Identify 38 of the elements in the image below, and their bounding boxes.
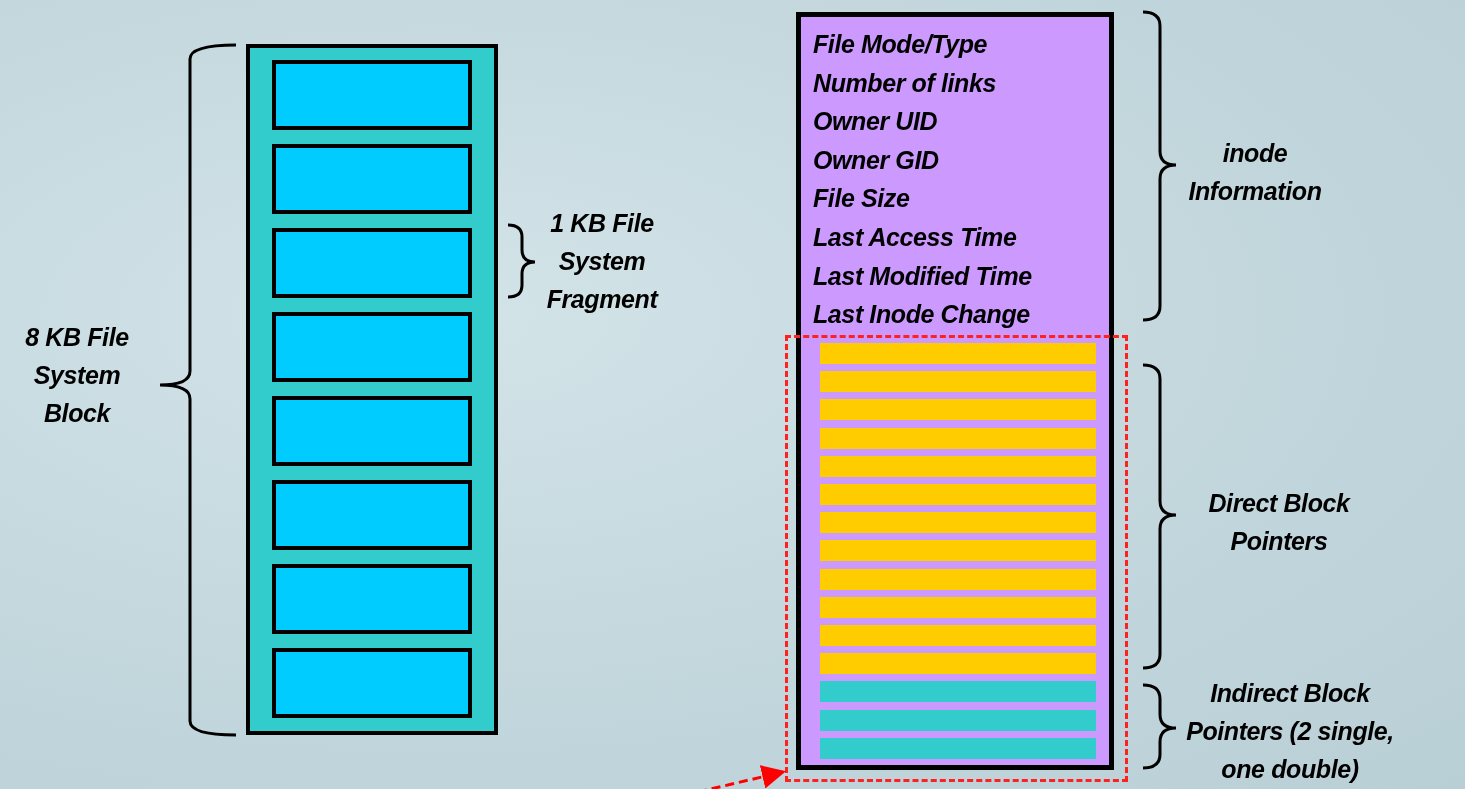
field-label: Owner GID bbox=[813, 144, 939, 176]
fragment-box bbox=[272, 60, 472, 130]
fragment-box bbox=[272, 480, 472, 550]
pointer-bar bbox=[820, 653, 1096, 675]
block-box bbox=[246, 44, 498, 735]
brace-label: inode Information bbox=[1187, 138, 1323, 207]
brace-label: Indirect Block Pointers (2 single, one double) bbox=[1185, 678, 1395, 785]
pointer-bar bbox=[820, 540, 1096, 562]
field-label: Last Access Time bbox=[813, 221, 1017, 253]
fragment-box bbox=[272, 564, 472, 634]
field-label: File Mode/Type bbox=[813, 29, 988, 60]
fragment-box bbox=[272, 648, 472, 718]
pointer-bar bbox=[820, 625, 1096, 646]
pointer-bar bbox=[820, 709, 1096, 731]
pointer-bar bbox=[820, 455, 1096, 477]
pointer-bar bbox=[820, 371, 1096, 393]
field-label: File Size bbox=[813, 183, 910, 215]
field-label: Number of links bbox=[813, 67, 996, 99]
field-label: Last Modified Time bbox=[813, 260, 1032, 292]
dashed-outline bbox=[785, 335, 1128, 782]
pointer-bar bbox=[820, 343, 1096, 364]
pointer-bar bbox=[820, 568, 1096, 590]
pointer-bar bbox=[820, 681, 1096, 703]
fragment-box bbox=[272, 144, 472, 214]
brace-label: Direct Block Pointers bbox=[1207, 488, 1352, 557]
field-label: Owner UID bbox=[813, 106, 938, 138]
pointer-bar bbox=[820, 737, 1096, 759]
pointer-bar bbox=[820, 427, 1096, 449]
fragment-box bbox=[272, 396, 472, 466]
pointer-bar bbox=[820, 512, 1096, 534]
fragment-box bbox=[272, 228, 472, 298]
brace-label: 1 KB File System Fragment bbox=[545, 208, 660, 315]
pointer-bar bbox=[820, 596, 1096, 618]
pointer-bar bbox=[820, 484, 1096, 505]
brace-label: 8 KB File System Block bbox=[24, 322, 130, 429]
fragment-box bbox=[272, 312, 472, 382]
field-label: Last Inode Change bbox=[813, 299, 1030, 331]
pointer-bar bbox=[820, 399, 1096, 421]
